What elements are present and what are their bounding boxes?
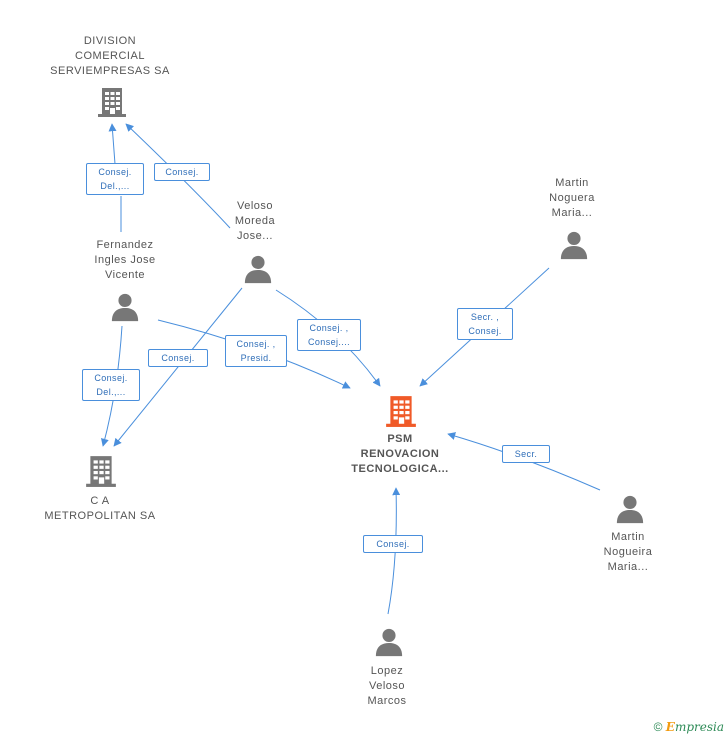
psm-label[interactable]: PSM RENOVACION TECNOLOGICA... — [351, 433, 449, 475]
lopez-label[interactable]: Lopez Veloso Marcos — [367, 665, 407, 707]
edge-veloso-division — [125, 123, 231, 229]
edge-label-martin1-psm[interactable]: Secr. , Consej. — [457, 308, 513, 340]
edge-label-fernandez-ca[interactable]: Consej. Del.,... — [82, 369, 140, 401]
martin1-person-icon[interactable] — [560, 231, 588, 260]
edge-fernandez-division — [112, 124, 122, 232]
ca-label[interactable]: C A METROPOLITAN SA — [44, 495, 156, 522]
fernandez-label[interactable]: Fernandez Ingles Jose Vicente — [94, 239, 156, 281]
edge-label-veloso-psm[interactable]: Consej. , Consej.... — [297, 319, 361, 351]
edge-label-lopez-psm[interactable]: Consej. — [363, 535, 423, 553]
psm-building-icon[interactable] — [386, 396, 416, 427]
ca-building-icon[interactable] — [86, 456, 116, 487]
veloso-label[interactable]: Veloso Moreda Jose... — [234, 200, 276, 242]
brand-name: mpresia — [674, 720, 724, 734]
copyright-icon: © — [653, 720, 663, 734]
edge-veloso-ca — [113, 287, 243, 447]
division-building-icon[interactable] — [98, 88, 126, 117]
martin1-label[interactable]: Martin Noguera Maria... — [549, 177, 595, 219]
edge-label-veloso-division[interactable]: Consej. — [154, 163, 210, 181]
fernandez-person-icon[interactable] — [111, 293, 139, 322]
edge-lopez-psm — [387, 487, 401, 615]
division-label[interactable]: DIVISION COMERCIAL SERVIEMPRESAS SA — [50, 35, 170, 77]
edge-label-fernandez-division[interactable]: Consej. Del.,... — [86, 163, 144, 195]
martin2-label[interactable]: Martin Nogueira Maria... — [603, 531, 653, 573]
lopez-person-icon[interactable] — [375, 628, 403, 657]
brand-initial: E — [665, 720, 675, 734]
edge-label-fernandez-psm[interactable]: Consej. , Presid. — [225, 335, 287, 367]
footer-brand[interactable]: © Empresia — [654, 720, 724, 734]
veloso-person-icon[interactable] — [244, 255, 272, 284]
martin2-person-icon[interactable] — [616, 495, 644, 524]
edge-label-martin2-psm[interactable]: Secr. — [502, 445, 550, 463]
edge-label-veloso-ca[interactable]: Consej. — [148, 349, 208, 367]
